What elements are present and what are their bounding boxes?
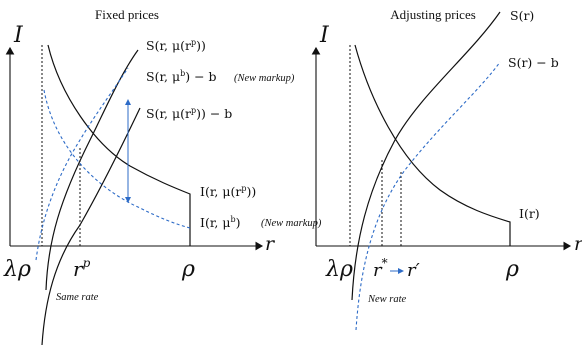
left-tick-rp: rp — [73, 256, 91, 281]
left-i-curve-markup — [43, 89, 191, 229]
left-note-rate: Same rate — [56, 292, 99, 303]
left-s-curve-shift — [41, 107, 141, 346]
right-s-curve — [351, 11, 501, 301]
right-x-label: r — [574, 233, 582, 255]
right-label-s: S(r) — [510, 8, 534, 23]
right-title: Adjusting prices — [390, 7, 476, 22]
left-i-curve-high — [47, 44, 191, 246]
right-label-i: I(r) — [519, 206, 540, 221]
right-i-curve — [354, 44, 511, 246]
right-s-b-curve — [355, 61, 501, 331]
left-s-curve-high — [45, 49, 139, 291]
right-label-s-b: S(r) − b — [508, 55, 559, 70]
right-tick-rho: ρ — [505, 257, 519, 282]
left-x-label: r — [265, 233, 276, 255]
right-tick-lambda-rho: λρ — [325, 257, 353, 282]
left-label-s-markup: S(r, μb) − b — [146, 69, 217, 84]
left-panel: Fixed prices I r S(r, μ(rp)) S(r, μb) − … — [3, 7, 322, 346]
left-label-s-high: S(r, μ(rp)) — [146, 38, 206, 53]
left-note-s-markup: (New markup) — [234, 73, 295, 84]
left-label-s-shift: S(r, μ(rp)) − b — [146, 106, 232, 121]
left-title: Fixed prices — [95, 7, 159, 22]
left-tick-lambda-rho: λρ — [3, 257, 31, 282]
right-tick-rprime: r′ — [407, 260, 420, 281]
right-panel: Adjusting prices I r S(r) S(r) − b I(r) … — [311, 7, 582, 331]
left-tick-rho: ρ — [181, 257, 195, 282]
right-note-rate: New rate — [367, 294, 407, 305]
left-note-i-markup: (New markup) — [261, 218, 322, 229]
right-y-label: I — [319, 23, 330, 48]
left-label-i-high: I(r, μ(rp)) — [200, 184, 256, 199]
left-s-curve-markup — [35, 67, 129, 261]
left-label-i-markup: I(r, μb) — [200, 215, 241, 230]
left-y-label: I — [13, 23, 24, 48]
right-tick-rstar: r* — [373, 256, 388, 281]
